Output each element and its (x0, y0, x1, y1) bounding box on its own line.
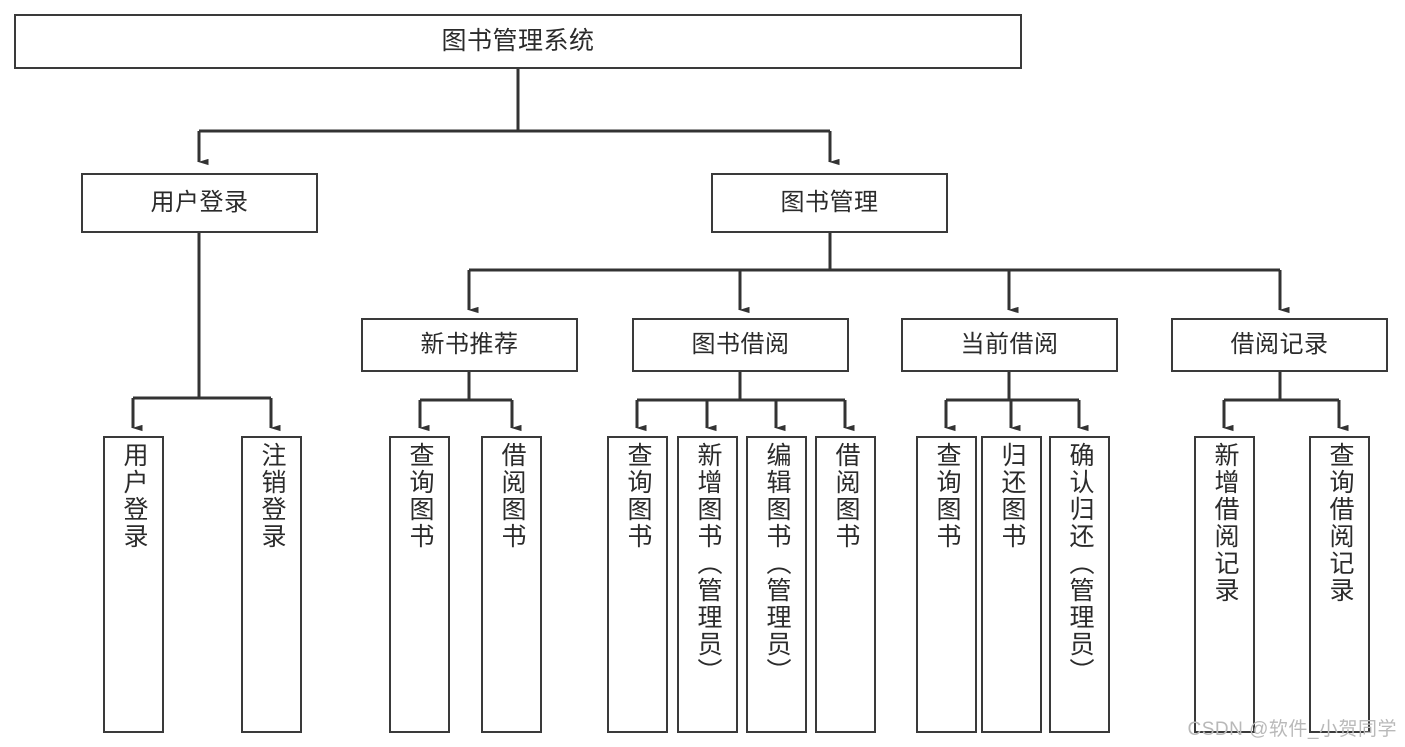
node-label: 新增图书（管理员） (694, 442, 722, 685)
node-label: 用户登录 (150, 188, 249, 216)
node-label: 借阅记录 (1230, 330, 1329, 358)
node-label: 图书管理 (780, 188, 879, 216)
leaf-borrow-add-book-admin[interactable]: 新增图书（管理员） (677, 436, 738, 733)
leaf-borrow-query-book[interactable]: 查询图书 (607, 436, 668, 733)
node-label: 查询借阅记录 (1326, 442, 1354, 604)
leaf-current-confirm-return-admin[interactable]: 确认归还（管理员） (1049, 436, 1110, 733)
leaf-record-add-record[interactable]: 新增借阅记录 (1194, 436, 1255, 733)
node-new-book-recommend[interactable]: 新书推荐 (361, 318, 578, 372)
leaf-borrow-edit-book-admin[interactable]: 编辑图书（管理员） (746, 436, 807, 733)
node-book-management[interactable]: 图书管理 (711, 173, 948, 233)
node-label: 借阅图书 (498, 442, 526, 550)
node-label: 用户登录 (120, 442, 148, 550)
leaf-user-login[interactable]: 用户登录 (103, 436, 164, 733)
leaf-borrow-borrow-book[interactable]: 借阅图书 (815, 436, 876, 733)
node-label: 查询图书 (624, 442, 652, 550)
leaf-newbook-borrow-book[interactable]: 借阅图书 (481, 436, 542, 733)
csdn-watermark: CSDN @软件_小贺同学 (1187, 719, 1397, 740)
node-label: 新书推荐 (420, 330, 519, 358)
node-label: 注销登录 (258, 442, 286, 550)
leaf-record-query-record[interactable]: 查询借阅记录 (1309, 436, 1370, 733)
node-label: 确认归还（管理员） (1066, 442, 1094, 685)
node-label: 归还图书 (998, 442, 1026, 550)
leaf-logout-login[interactable]: 注销登录 (241, 436, 302, 733)
node-label: 图书借阅 (691, 330, 790, 358)
node-user-login[interactable]: 用户登录 (81, 173, 318, 233)
node-label: 当前借阅 (960, 330, 1059, 358)
leaf-current-query-book[interactable]: 查询图书 (916, 436, 977, 733)
leaf-current-return-book[interactable]: 归还图书 (981, 436, 1042, 733)
node-label: 编辑图书（管理员） (763, 442, 791, 685)
node-current-borrow[interactable]: 当前借阅 (901, 318, 1118, 372)
leaf-newbook-query-book[interactable]: 查询图书 (389, 436, 450, 733)
node-label: 借阅图书 (832, 442, 860, 550)
node-label: 图书管理系统 (441, 26, 595, 55)
node-label: 查询图书 (406, 442, 434, 550)
node-label: 查询图书 (933, 442, 961, 550)
node-root-system[interactable]: 图书管理系统 (14, 14, 1022, 69)
node-label: 新增借阅记录 (1211, 442, 1239, 604)
node-borrow-record[interactable]: 借阅记录 (1171, 318, 1388, 372)
node-book-borrow[interactable]: 图书借阅 (632, 318, 849, 372)
